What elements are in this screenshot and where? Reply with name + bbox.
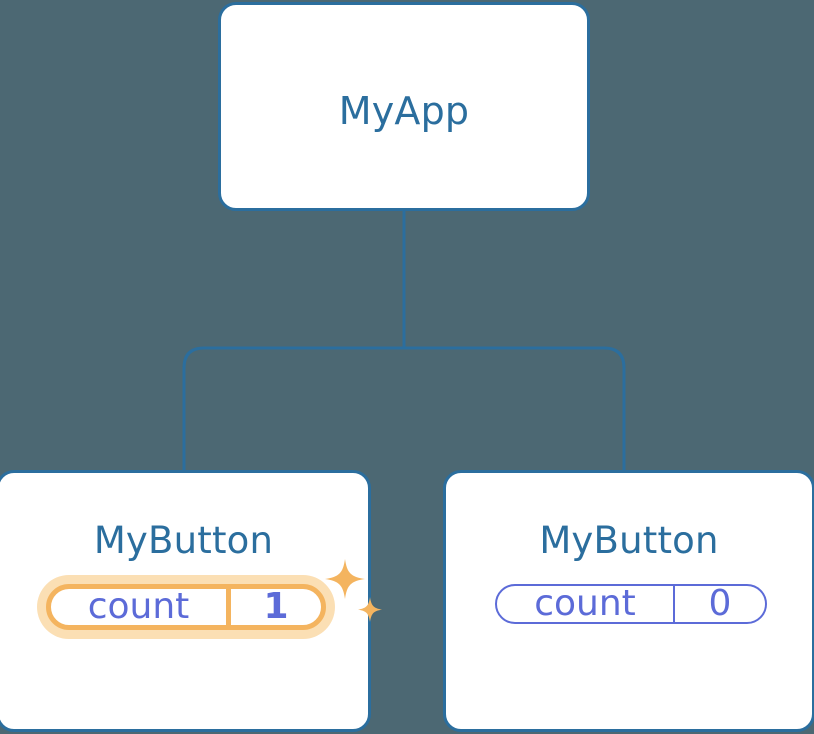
connector-branch-bar (182, 346, 626, 470)
state-pill-left[interactable]: count 1 (37, 559, 382, 639)
node-mybutton-left[interactable]: MyButton count 1 (0, 470, 382, 732)
state-pill-left-value: 1 (263, 586, 289, 627)
state-pill-right-value: 0 (708, 584, 732, 624)
state-pill-left-body[interactable]: count 1 (46, 584, 326, 630)
node-mybutton-left-title: MyButton (93, 519, 274, 562)
node-myapp[interactable]: MyApp (218, 2, 590, 211)
sparkle-small-icon (358, 597, 382, 622)
node-mybutton-right[interactable]: MyButton count 0 (443, 470, 814, 732)
state-pill-left-key: count (51, 589, 231, 625)
state-pill-left-glow: count 1 (37, 575, 335, 639)
node-myapp-title: MyApp (338, 89, 470, 133)
state-pill-right-key: count (497, 586, 675, 622)
node-mybutton-right-title: MyButton (539, 519, 719, 562)
state-pill-right[interactable]: count 0 (495, 584, 767, 624)
state-pill-right-body[interactable]: count 0 (495, 584, 767, 624)
